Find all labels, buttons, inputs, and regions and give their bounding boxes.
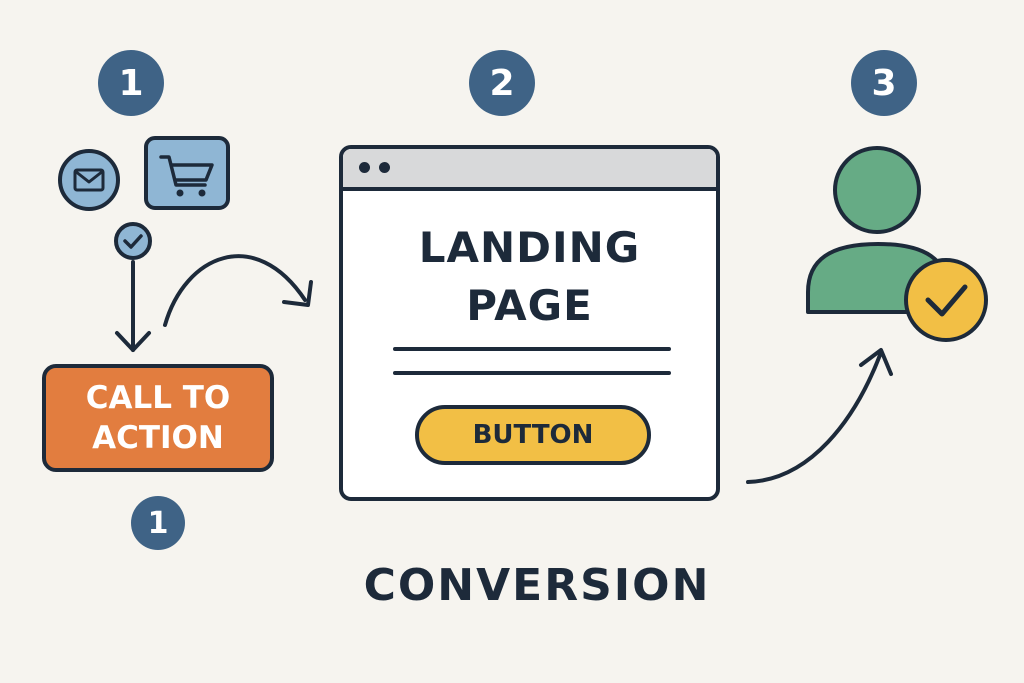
landing-title-line-1: LANDING [418, 223, 641, 272]
landing-page-button[interactable]: BUTTON [415, 405, 651, 465]
shopping-cart-icon [144, 136, 230, 210]
cta-label-line-2: ACTION [92, 420, 224, 456]
step-3-badge: 3 [851, 50, 917, 116]
step-1-badge-bottom: 1 [131, 496, 185, 550]
window-dot [379, 162, 390, 173]
cta-label-line-1: CALL TO [85, 380, 231, 416]
call-to-action-button[interactable]: CALL TO ACTION [42, 364, 274, 472]
text-line-placeholder [393, 347, 671, 351]
landing-page-window: LANDING PAGE BUTTON [339, 145, 720, 501]
check-icon [114, 222, 152, 260]
arrow-curve-to-user-icon [746, 348, 893, 484]
landing-page-title: LANDING PAGE [343, 219, 716, 335]
step-1-badge: 1 [98, 50, 164, 116]
landing-title-line-2: PAGE [466, 281, 593, 330]
text-line-placeholder [393, 371, 671, 375]
mail-icon [58, 149, 120, 211]
browser-title-bar [343, 149, 716, 191]
user-check-icon [904, 258, 988, 342]
conversion-caption: CONVERSION [363, 560, 711, 611]
window-dot [359, 162, 370, 173]
arrow-down-icon [115, 260, 151, 352]
step-2-badge: 2 [469, 50, 535, 116]
arrow-curve-to-landing-icon [163, 254, 313, 327]
